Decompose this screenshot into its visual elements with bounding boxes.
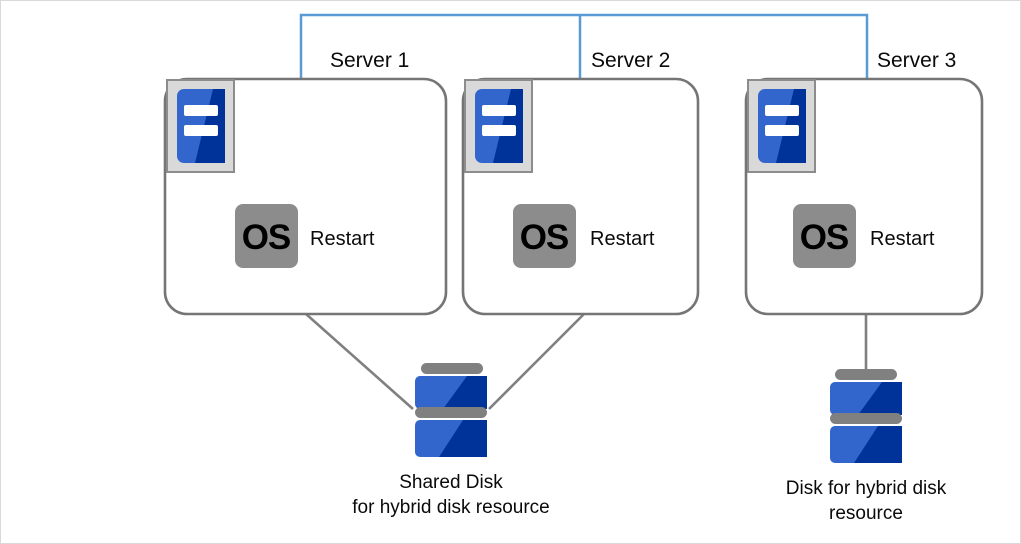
server-2-to-shared-disk: [488, 313, 585, 410]
os-box: [235, 204, 298, 268]
os-box: [793, 204, 856, 268]
os-box: [513, 204, 576, 268]
shared-disk-caption-line2: for hybrid disk resource: [352, 497, 549, 518]
server-2-os-badge: OS: [513, 204, 576, 268]
server-1-os-badge: OS: [235, 204, 298, 268]
server-2-group[interactable]: OS Restart Server 2: [461, 49, 700, 316]
server-icon: [747, 79, 816, 173]
server-2-restart-label: Restart: [590, 228, 655, 250]
server-3-restart-label: Restart: [870, 228, 935, 250]
server-1-os-text: OS: [242, 218, 291, 257]
hybrid-disk-caption-line1: Disk for hybrid disk: [786, 478, 947, 499]
shared-disk-group[interactable]: Shared Disk for hybrid disk resource: [352, 363, 550, 518]
server-icon: [166, 79, 235, 173]
server-3-label: Server 3: [877, 49, 956, 72]
hybrid-disk-group[interactable]: Disk for hybrid disk resource: [786, 369, 947, 524]
server-1-label: Server 1: [330, 49, 409, 72]
server-3-os-badge: OS: [793, 204, 856, 268]
server-1-restart-label: Restart: [310, 228, 375, 250]
server-cluster-bracket: [299, 13, 869, 79]
disk-stack-icon: [830, 369, 902, 463]
server-icon: [464, 79, 533, 173]
server-2-os-text: OS: [520, 218, 569, 257]
server-1-group[interactable]: OS Restart Server 1: [163, 49, 448, 316]
server-2-label: Server 2: [591, 49, 670, 72]
disk-stack-icon: [415, 363, 487, 457]
shared-disk-caption-line1: Shared Disk: [399, 472, 503, 493]
hybrid-disk-caption-line2: resource: [829, 503, 903, 524]
server-3-group[interactable]: OS Restart Server 3: [744, 49, 984, 316]
server-1-to-shared-disk: [305, 313, 414, 410]
disk-connectors: [305, 313, 868, 410]
server-3-os-text: OS: [800, 218, 849, 257]
